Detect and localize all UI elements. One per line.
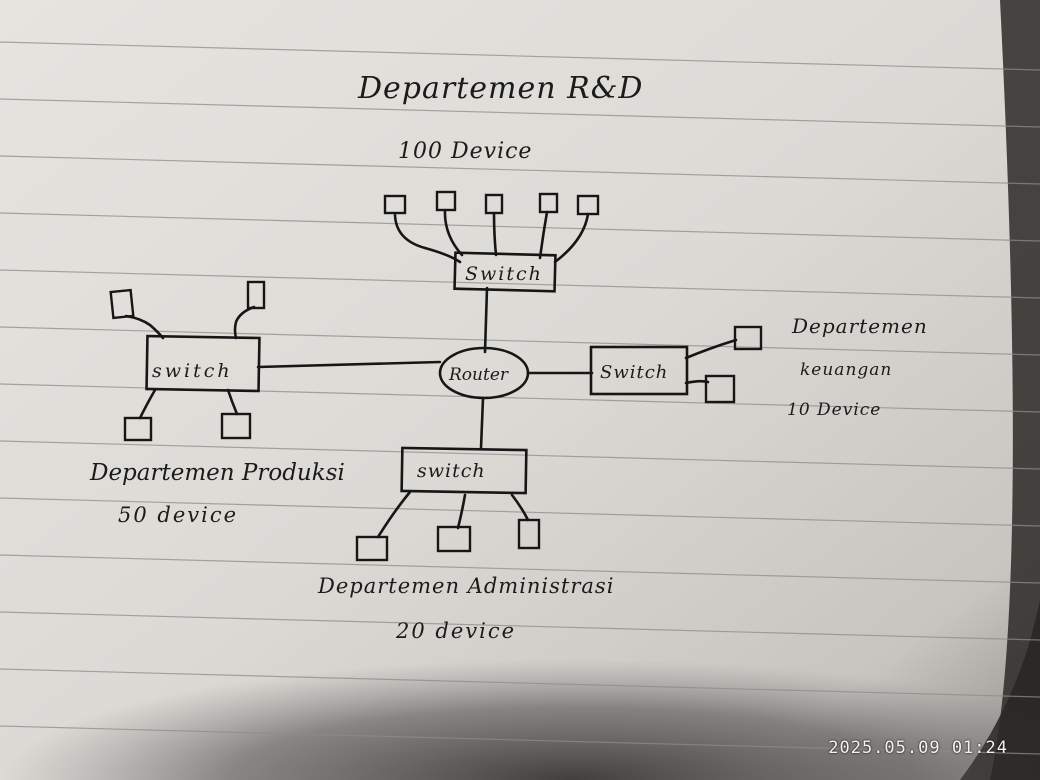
- ruled-line: [0, 41, 1040, 71]
- keuangan-name-line1: Departemen: [791, 314, 928, 338]
- devices-keuangan: [704, 325, 763, 404]
- switch-bottom: switch: [400, 446, 528, 495]
- ruled-line: [0, 269, 1040, 299]
- device-icon: [484, 193, 504, 215]
- switch-top: Switch: [453, 251, 557, 293]
- device-icon: [436, 525, 472, 553]
- ruled-line: [0, 155, 1040, 185]
- photo-timestamp: 2025.05.09 01:24: [828, 738, 1008, 758]
- rnd-name: Departemen R&D: [357, 71, 643, 106]
- device-icon: [517, 518, 541, 550]
- ruled-lines: [0, 41, 1040, 755]
- device-icon: [383, 194, 407, 215]
- produksi-name: Departemen Produksi: [89, 460, 345, 486]
- router: Router: [438, 346, 530, 400]
- ruled-line: [0, 440, 1040, 470]
- switch-left-label: switch: [152, 360, 233, 382]
- keuangan-devices: 10 Device: [787, 400, 881, 420]
- administrasi-name: Departemen Administrasi: [317, 574, 614, 598]
- device-icon: [355, 535, 389, 562]
- label-administrasi: Departemen Administrasi 20 device: [317, 574, 614, 643]
- devices-produksi: [109, 280, 266, 442]
- ruled-line: [0, 668, 1040, 698]
- produksi-devices: 50 device: [118, 503, 238, 527]
- ruled-line: [0, 212, 1040, 242]
- label-produksi: Departemen Produksi 50 device: [89, 460, 345, 527]
- switch-bottom-label: switch: [417, 460, 486, 482]
- device-icon: [538, 192, 559, 214]
- device-icon: [109, 288, 135, 320]
- device-icon: [220, 412, 252, 440]
- ruled-line: [0, 497, 1040, 527]
- administrasi-devices: 20 device: [395, 619, 516, 643]
- label-rnd: Departemen R&D 100 Device: [357, 71, 643, 164]
- device-icon: [246, 280, 266, 310]
- device-icon: [576, 194, 600, 216]
- ruled-line: [0, 98, 1040, 128]
- switch-left: switch: [145, 334, 261, 393]
- device-icon: [435, 190, 457, 212]
- device-icon: [123, 416, 153, 442]
- ruled-line: [0, 554, 1040, 584]
- keuangan-name-line2: keuangan: [800, 360, 892, 380]
- ruled-line: [0, 326, 1040, 356]
- ruled-line: [0, 611, 1040, 641]
- devices-administrasi: [355, 518, 541, 562]
- rnd-devices: 100 Device: [398, 139, 532, 164]
- switch-right: Switch: [589, 345, 689, 396]
- device-icon: [704, 374, 736, 404]
- devices-rnd: [383, 190, 600, 216]
- label-keuangan: Departemen keuangan 10 Device: [787, 314, 928, 420]
- device-icon: [733, 325, 763, 351]
- router-label: Router: [448, 365, 509, 385]
- ruled-line: [0, 725, 1040, 755]
- switch-right-label: Switch: [600, 362, 668, 383]
- switch-top-label: Switch: [465, 263, 543, 285]
